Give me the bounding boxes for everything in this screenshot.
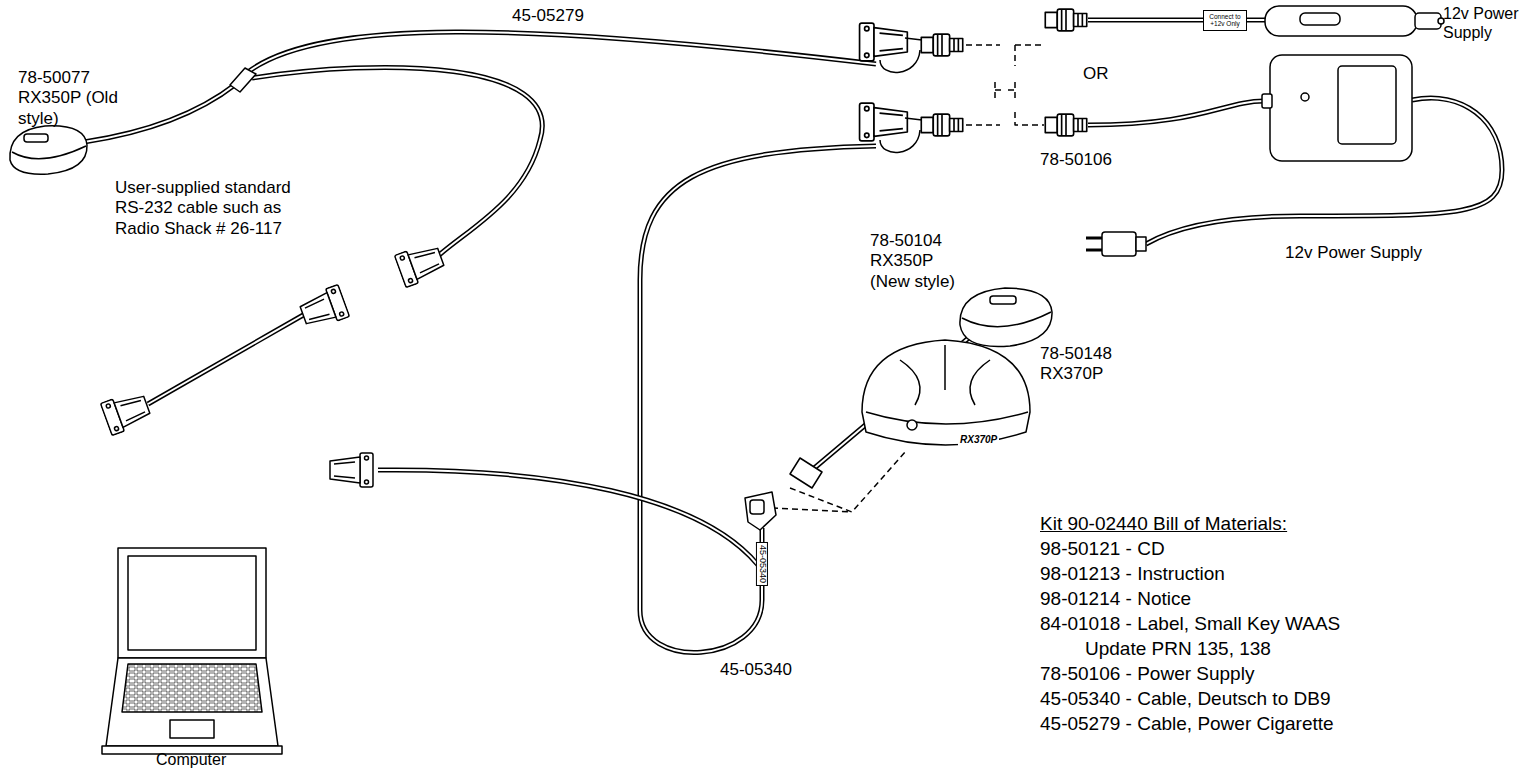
cable-core xyxy=(148,314,305,404)
part-number: 45-05279 xyxy=(512,6,584,26)
cable xyxy=(1088,101,1264,125)
part-label: 78-50104 RX350P (New style) xyxy=(870,231,970,292)
cable xyxy=(148,314,305,404)
cable xyxy=(248,32,876,72)
part-number: 45-05340 xyxy=(720,660,792,680)
cable-core xyxy=(248,32,876,72)
antenna-old xyxy=(10,68,256,174)
cable-core xyxy=(640,146,876,652)
power-brick xyxy=(1262,55,1412,161)
part-name: 12v Power Supply xyxy=(1443,4,1523,42)
cable-core xyxy=(1247,19,1266,21)
harness-connector xyxy=(860,103,963,152)
bill-of-materials: Kit 90-02440 Bill of Materials:98-50121 … xyxy=(1040,511,1385,736)
harness-connector xyxy=(860,23,963,72)
part-number: 78-50106 xyxy=(1040,150,1112,170)
part-label: 78-50077 RX350P (Old style) xyxy=(18,68,118,129)
bom-item: 98-01213 - Instruction xyxy=(1040,561,1385,586)
cable-tag: Connect to +12v Only xyxy=(1203,10,1247,31)
dashed-link xyxy=(772,452,905,512)
part-name: 12v Power Supply xyxy=(1285,243,1422,263)
note: OR xyxy=(1083,64,1109,84)
bom-item: 45-05340 - Cable, Deutsch to DB9 xyxy=(1040,686,1385,711)
sleeve-label: 45-05340 xyxy=(756,542,768,586)
deutsch-plug xyxy=(1045,114,1086,136)
cable xyxy=(1247,18,1266,23)
receiver-dome xyxy=(862,340,1030,445)
db9-connector xyxy=(297,285,349,332)
cable-core xyxy=(1088,19,1203,21)
cable xyxy=(252,67,542,256)
tag-text: Connect to +12v Only xyxy=(1205,13,1245,28)
cable xyxy=(640,146,876,652)
cable-core xyxy=(378,470,758,565)
part-label: 78-50148 RX370P xyxy=(1040,344,1124,385)
cigarette-plug xyxy=(1265,6,1444,36)
bom-item: 98-50121 - CD xyxy=(1040,536,1385,561)
cable-core xyxy=(252,67,542,256)
wall-plug xyxy=(1086,232,1146,256)
bom-item: 78-50106 - Power Supply xyxy=(1040,661,1385,686)
cable xyxy=(378,470,758,565)
printed-model: RX370P xyxy=(958,434,999,446)
antenna-new xyxy=(790,288,1052,488)
db9-connector xyxy=(395,241,447,288)
deutsch-plug xyxy=(1045,9,1086,31)
note: User-supplied standard RS-232 cable such… xyxy=(115,178,313,239)
db9-connector xyxy=(101,389,153,436)
part-name: Computer xyxy=(156,750,226,769)
bom-title: Kit 90-02440 Bill of Materials: xyxy=(1040,511,1385,536)
bom-item: 45-05279 - Cable, Power Cigarette xyxy=(1040,711,1385,736)
cable xyxy=(1088,18,1203,23)
cable-core xyxy=(1088,101,1264,125)
dashed-link xyxy=(966,45,1044,125)
db9-connector xyxy=(330,453,373,487)
bom-item: 84-01018 - Label, Small Key WAAS Update … xyxy=(1040,611,1385,661)
deutsch-connector xyxy=(745,492,776,530)
bom-item: 98-01214 - Notice xyxy=(1040,586,1385,611)
laptop xyxy=(102,548,282,754)
